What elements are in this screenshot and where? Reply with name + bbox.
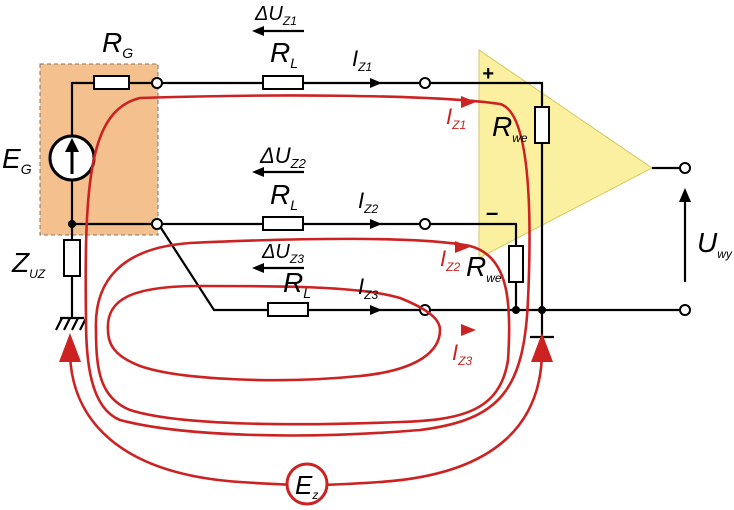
interference-loops [59,94,553,506]
impedance-zuz [63,239,81,277]
label-rl1: RL [270,37,298,71]
label-rl3: RL [283,267,311,301]
junction-rwe2 [512,306,520,314]
du3-arrowhead [252,263,264,273]
label-du2: ΔUZ2 [259,143,307,171]
resistor-rwe1 [534,106,550,144]
label-eg: EG [2,143,32,177]
terminal-line1 [419,77,431,89]
label-rwe2: Rwe [466,251,502,285]
iz3-loop-arrow [461,324,476,336]
label-uwy: Uwy [697,227,733,261]
label-iz1-black: IZ1 [352,46,372,74]
du2-arrowhead [252,167,264,177]
terminal-out-top [679,162,691,174]
iz2-loop-arrow [455,241,470,253]
terminal-rg [151,77,163,89]
resistor-rg [93,75,130,90]
label-rl2: RL [270,179,298,213]
label-iz2-red: IZ2 [440,246,460,274]
label-iz3-black: IZ3 [358,274,378,302]
ez-circle [285,462,329,506]
loop-iz3 [106,284,442,382]
du1-arrowhead [252,26,264,36]
label-minus: – [486,200,498,225]
label-du3: ΔUZ3 [261,241,304,266]
resistor-rl2 [262,216,304,231]
label-rwe1: Rwe [492,111,528,145]
junction-rwe1 [538,306,546,314]
wiring [55,81,691,339]
ez-arrow-left [59,333,81,362]
loop-iz2 [94,237,511,426]
label-iz1-red: IZ1 [446,104,466,132]
label-iz3-red: IZ3 [452,340,472,368]
label-rg: RG [102,27,133,61]
resistor-rl3 [267,302,309,317]
wire-diagonal [160,227,268,312]
ez-arrow-right [531,333,553,362]
resistor-rl1 [262,75,304,90]
label-ez: Ez [295,470,318,502]
wire-top-left [70,81,94,140]
ground-hatch [55,316,87,331]
wire-line1-c [430,81,544,107]
amplifier-triangle [478,49,653,259]
iz1-wire-arrow [370,78,382,88]
loop-iz1 [84,94,531,437]
label-iz2-black: IZ2 [358,188,378,216]
terminal-line2 [419,218,431,230]
iz1-loop-arrow [461,96,476,108]
terminal-out-bottom [679,304,691,316]
iz3-wire-arrow [370,305,382,315]
resistor-rwe2 [508,245,524,283]
label-du1: ΔUZ1 [254,3,297,28]
resistors [63,75,550,317]
wire-line2-d [430,222,518,246]
uwy-arrowhead [679,188,691,202]
junction-eg [68,220,76,228]
voltage-source-arrowhead [65,138,79,152]
labels: RG EG ZUZ RL RL RL ΔUZ1 ΔUZ2 ΔUZ3 IZ1 IZ… [2,3,733,502]
label-plus: + [482,63,494,85]
iz2-wire-arrow [370,219,382,229]
terminal-ref [151,218,163,230]
label-zuz: ZUZ [11,247,46,281]
